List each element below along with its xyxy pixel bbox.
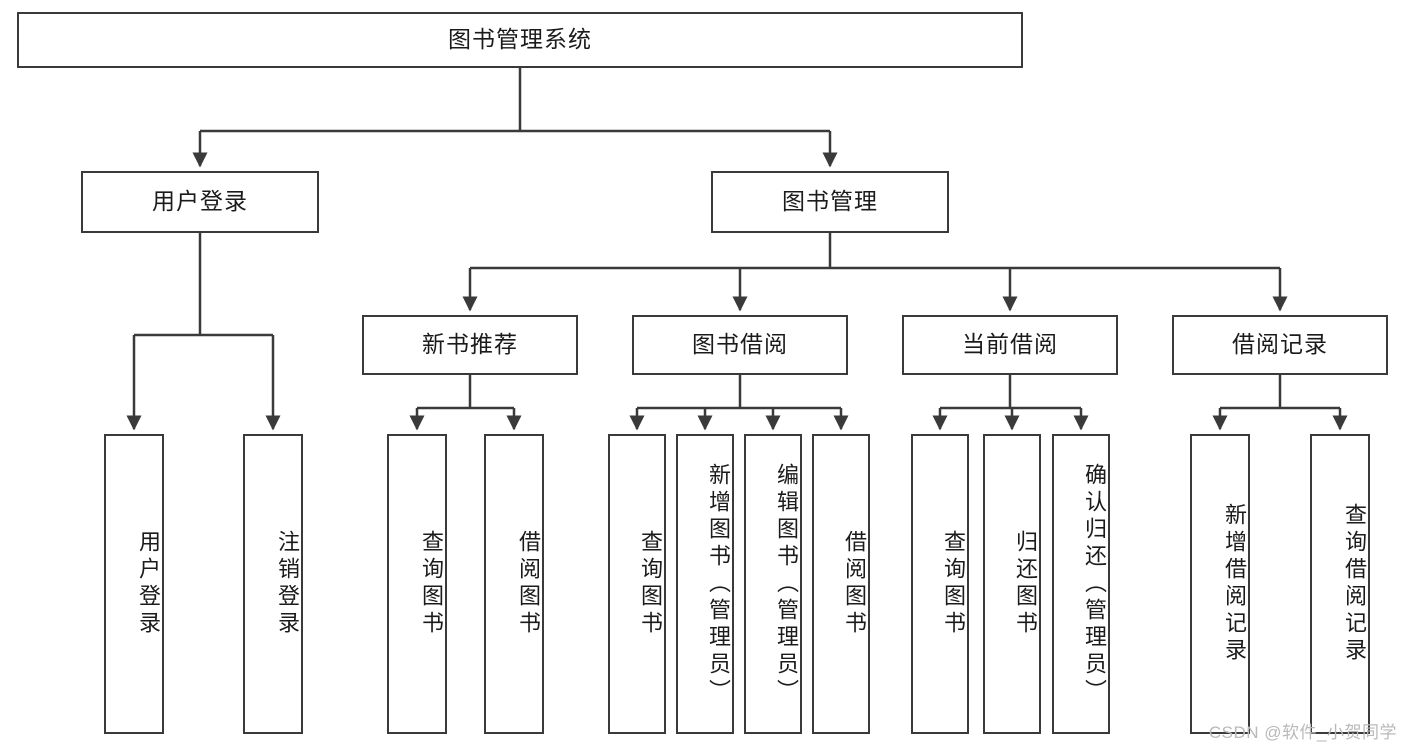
leaf-label: 借阅图书 xyxy=(516,530,541,638)
leaf-label: 编辑图书（管理员） xyxy=(774,462,799,706)
node-book-management[interactable]: 图书管理 xyxy=(711,171,949,233)
leaf-query-borrow-record[interactable]: 查询借阅记录 xyxy=(1310,434,1370,734)
leaf-borrow-book-rec[interactable]: 借阅图书 xyxy=(484,434,544,734)
leaf-label: 查询图书 xyxy=(638,530,663,638)
leaf-add-book-admin[interactable]: 新增图书（管理员） xyxy=(676,434,734,734)
leaf-label: 新增借阅记录 xyxy=(1222,503,1247,665)
leaf-label: 查询借阅记录 xyxy=(1342,503,1367,665)
node-new-book-recommendation[interactable]: 新书推荐 xyxy=(362,315,578,375)
leaf-label: 新增图书（管理员） xyxy=(706,462,731,706)
leaf-label: 确认归还（管理员） xyxy=(1082,462,1107,706)
watermark: CSDN @软件_小贺同学 xyxy=(1208,723,1397,742)
node-user-login[interactable]: 用户登录 xyxy=(81,171,319,233)
leaf-label: 归还图书 xyxy=(1013,530,1038,638)
leaf-label: 注销登录 xyxy=(275,530,300,638)
node-book-borrowing[interactable]: 图书借阅 xyxy=(632,315,848,375)
leaf-edit-book-admin[interactable]: 编辑图书（管理员） xyxy=(744,434,802,734)
leaf-return-book[interactable]: 归还图书 xyxy=(983,434,1041,734)
node-borrowing-record[interactable]: 借阅记录 xyxy=(1172,315,1388,375)
leaf-query-book-borrow[interactable]: 查询图书 xyxy=(608,434,666,734)
leaf-label: 查询图书 xyxy=(941,530,966,638)
leaf-add-borrow-record[interactable]: 新增借阅记录 xyxy=(1190,434,1250,734)
leaf-label: 用户登录 xyxy=(136,530,161,638)
leaf-user-login[interactable]: 用户登录 xyxy=(104,434,164,734)
leaf-confirm-return-admin[interactable]: 确认归还（管理员） xyxy=(1052,434,1110,734)
leaf-label: 查询图书 xyxy=(419,530,444,638)
node-current-borrowing[interactable]: 当前借阅 xyxy=(902,315,1118,375)
leaf-borrow-book[interactable]: 借阅图书 xyxy=(812,434,870,734)
leaf-query-book-current[interactable]: 查询图书 xyxy=(911,434,969,734)
node-root[interactable]: 图书管理系统 xyxy=(17,12,1023,68)
leaf-label: 借阅图书 xyxy=(842,530,867,638)
leaf-query-book-rec[interactable]: 查询图书 xyxy=(387,434,447,734)
leaf-logout[interactable]: 注销登录 xyxy=(243,434,303,734)
